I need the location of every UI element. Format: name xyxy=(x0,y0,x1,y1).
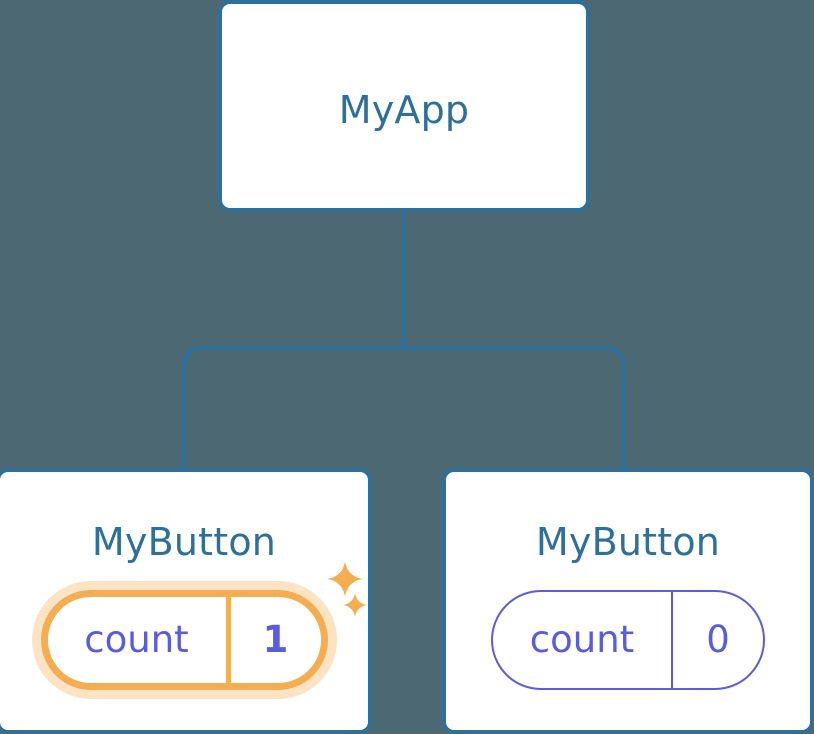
state-pill-idle[interactable]: count 0 xyxy=(491,590,765,690)
state-pill-wrap: count 1 xyxy=(0,590,368,690)
component-node-child-1[interactable]: MyButton count 0 xyxy=(442,468,814,734)
edge-root-to-child-1 xyxy=(404,346,626,472)
state-value-label: 1 xyxy=(225,597,321,683)
state-key-label: count xyxy=(529,618,635,661)
state-pill-wrap: count 0 xyxy=(446,590,810,690)
state-key-label: count xyxy=(84,618,189,661)
component-node-title: MyApp xyxy=(338,88,470,132)
component-node-title: MyButton xyxy=(91,520,277,564)
component-node-root[interactable]: MyApp xyxy=(218,0,590,212)
edge-root-to-child-0 xyxy=(182,346,404,472)
component-node-title: MyButton xyxy=(535,520,721,564)
state-pill-highlighted[interactable]: count 1 xyxy=(40,590,328,690)
state-value-label: 0 xyxy=(671,592,763,688)
component-node-child-0[interactable]: MyButton count 1 xyxy=(0,468,372,734)
